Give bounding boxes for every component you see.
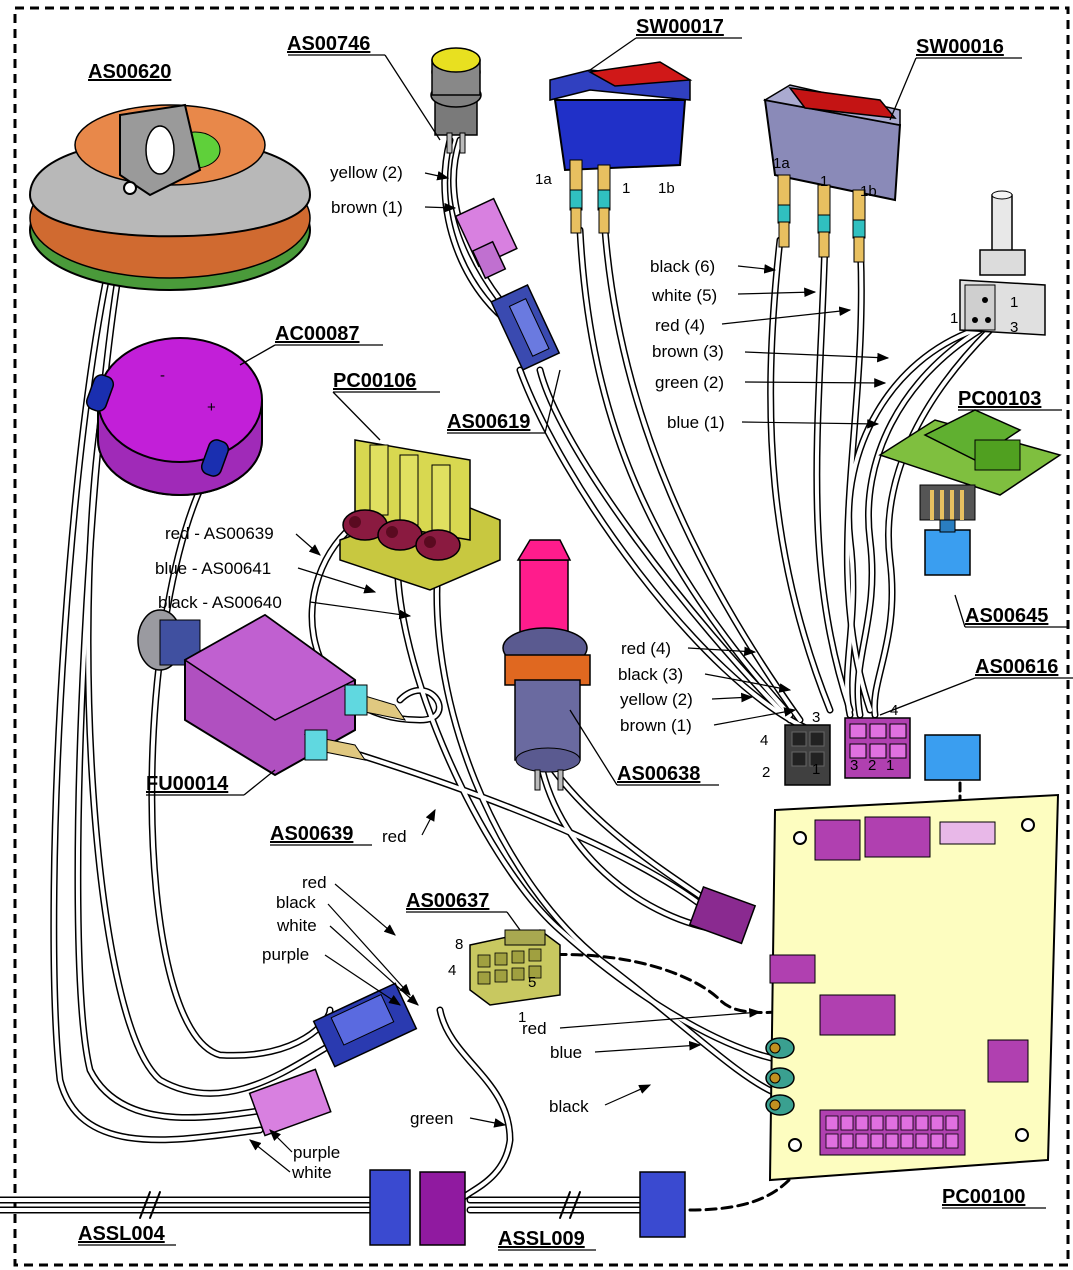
potentiometer-component: [959, 190, 1046, 336]
wire-labels: yellow (2) brown (1) black (6) white (5)…: [155, 163, 890, 1182]
wire-label-black-pc: black: [549, 1097, 589, 1116]
label-as00619: AS00619: [447, 411, 530, 433]
black-4pin-connector: [784, 724, 831, 786]
pin-pot-3: 3: [1010, 319, 1018, 336]
wire-label-blue-as00641: blue - AS00641: [155, 559, 271, 578]
wire-label-red-as00639: red - AS00639: [165, 524, 274, 543]
as00616-connector: [844, 717, 911, 779]
wire-label-red4: red (4): [655, 316, 705, 335]
wire-label-as00639-red: red: [382, 827, 407, 846]
pin-as637-1: 1: [518, 1009, 526, 1026]
pin-c4-4: 4: [760, 732, 768, 749]
label-as00637: AS00637: [406, 890, 489, 912]
ac00087-component: - +: [85, 337, 263, 496]
pin-c4-2: 2: [762, 764, 770, 781]
label-as00639: AS00639: [270, 823, 353, 845]
dashed-frame: [13, 6, 1070, 1267]
pin-sw16-1a: 1a: [773, 155, 790, 172]
pin-c6-2: 2: [868, 757, 876, 774]
wire-label-black6: black (6): [650, 257, 715, 276]
blue-5pin-connector: [924, 734, 981, 781]
pc00100-board: [765, 793, 1060, 1182]
assl-connectors: [369, 1169, 686, 1246]
label-assl004: ASSL004: [78, 1223, 166, 1245]
as00620-component: [28, 103, 312, 291]
pin-as637-5: 5: [528, 974, 536, 991]
wire-label-yellow2: yellow (2): [330, 163, 403, 182]
wire-label-blue1: blue (1): [667, 413, 725, 432]
wire-label-green2: green (2): [655, 373, 724, 392]
label-pc00103: PC00103: [958, 388, 1041, 410]
wire-label-black3: black (3): [618, 665, 683, 684]
pin-c6-4: 4: [890, 702, 898, 719]
as00638-component: [502, 539, 591, 791]
label-as00645: AS00645: [965, 605, 1048, 627]
pin-sw17-1a: 1a: [535, 171, 552, 188]
wire-label-red4b: red (4): [621, 639, 671, 658]
wire-label-brown1b: brown (1): [620, 716, 692, 735]
as00746-component: [430, 47, 482, 154]
wire-label-green: green: [410, 1109, 453, 1128]
wire-label-black-top: black: [276, 893, 316, 912]
wire-label-purple-top: purple: [262, 945, 309, 964]
label-fu00014: FU00014: [146, 773, 229, 795]
blue-inline-connector: [312, 982, 418, 1068]
label-pc00100: PC00100: [942, 1186, 1025, 1208]
pink-inline-connector: [248, 1068, 332, 1137]
wire-label-black-as00640: black - AS00640: [158, 593, 282, 612]
fu00014-component: [137, 609, 407, 777]
sw00016-component: [762, 84, 902, 263]
wire-label-white-top: white: [276, 916, 317, 935]
wire-label-brown3: brown (3): [652, 342, 724, 361]
pin-labels: 1a 1 1b 1a 1 1b 1 1 3 4 3 2 1 4 3 2 1 8 …: [448, 155, 1018, 1026]
wire-label-yellow2b: yellow (2): [620, 690, 693, 709]
as00645-connector: [924, 519, 971, 576]
pin-as637-8: 8: [455, 936, 463, 953]
label-as00620: AS00620: [88, 61, 171, 83]
label-as00616: AS00616: [975, 656, 1058, 678]
pin-c6-3: 3: [850, 757, 858, 774]
sw00017-component: [549, 61, 693, 234]
wire-harness: [0, 136, 994, 1219]
pc00103-component: [878, 409, 1062, 521]
wire-label-brown1: brown (1): [331, 198, 403, 217]
label-assl009: ASSL009: [498, 1228, 585, 1250]
pin-sw17-1b: 1b: [658, 180, 675, 197]
wire-label-red-pc: red: [522, 1019, 547, 1038]
label-sw00016: SW00016: [916, 36, 1004, 58]
part-labels: AS00620 AS00746 SW00017 SW00016 AC00087 …: [78, 16, 1058, 1250]
pin-pot-1-right: 1: [1010, 294, 1018, 311]
label-pc00106: PC00106: [333, 370, 416, 392]
purple-2pin-connector: [688, 886, 757, 945]
label-sw00017: SW00017: [636, 16, 724, 38]
pin-pot-1-left: 1: [950, 310, 958, 327]
pc00106-component: [339, 439, 501, 591]
label-ac00087: AC00087: [275, 323, 360, 345]
pin-c4-3: 3: [812, 709, 820, 726]
wire-label-white-bottom: white: [291, 1163, 332, 1182]
pin-as637-4: 4: [448, 962, 456, 979]
wire-label-purple-bottom: purple: [293, 1143, 340, 1162]
label-as00638: AS00638: [617, 763, 700, 785]
leader-lines: [78, 37, 1073, 1251]
wire-label-blue-pc: blue: [550, 1043, 582, 1062]
wire-label-white5: white (5): [651, 286, 717, 305]
wire-label-red-top: red: [302, 873, 327, 892]
as00746-connector: [454, 197, 518, 280]
pin-c6-1: 1: [886, 757, 894, 774]
label-as00746: AS00746: [287, 33, 370, 55]
pin-c4-1: 1: [812, 761, 820, 778]
svg-text:-: -: [160, 367, 165, 384]
svg-text:+: +: [207, 399, 216, 416]
pin-sw16-1: 1: [820, 173, 828, 190]
as00619-connector: [490, 284, 561, 371]
pin-sw17-1: 1: [622, 180, 630, 197]
pin-sw16-1b: 1b: [860, 183, 877, 200]
as00637-connector: [469, 929, 561, 1006]
